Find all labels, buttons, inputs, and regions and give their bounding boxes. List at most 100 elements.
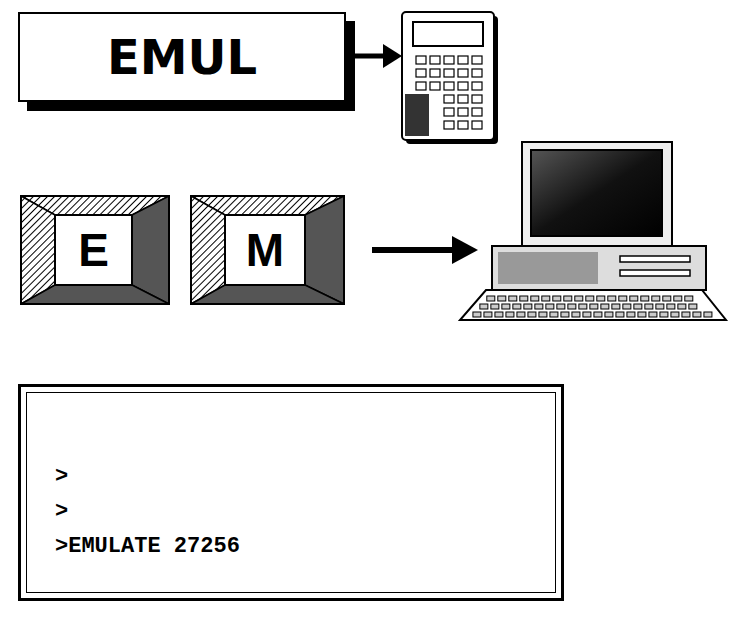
label-text: > — [55, 494, 541, 529]
calculator-key — [458, 56, 468, 64]
keyboard-key — [616, 312, 624, 317]
keyboard-key — [638, 312, 646, 317]
keyboard-key — [535, 304, 543, 309]
keyboard-key — [572, 312, 580, 317]
calculator-key — [458, 121, 468, 129]
calculator-key — [416, 82, 426, 90]
keyboard-key — [674, 296, 682, 301]
calculator-key — [444, 69, 454, 77]
keyboard-key — [652, 296, 660, 301]
keyboard-key — [623, 304, 631, 309]
keyboard-key — [528, 312, 536, 317]
keyboard-key — [682, 312, 690, 317]
calculator-key — [472, 95, 482, 103]
keyboard-key — [491, 304, 499, 309]
keyboard-key — [634, 304, 642, 309]
key-cap: E — [20, 195, 170, 305]
keyboard-key — [597, 296, 605, 301]
label-text: > — [55, 459, 541, 494]
keyboard-key — [539, 312, 547, 317]
keyboard-key — [608, 296, 616, 301]
keyboard-key — [520, 296, 528, 301]
keyboard-key — [660, 312, 668, 317]
calculator-key — [458, 69, 468, 77]
keyboard-key — [663, 296, 671, 301]
keyboard-key — [575, 296, 583, 301]
keyboard-key — [513, 304, 521, 309]
keyboard-key — [524, 304, 532, 309]
keyboard-key — [671, 312, 679, 317]
key-face — [55, 215, 132, 285]
keyboard-key — [685, 296, 693, 301]
keyboard-key — [605, 312, 613, 317]
keyboard-key — [546, 304, 554, 309]
keyboard-key — [568, 304, 576, 309]
key-outline — [21, 196, 169, 304]
keyboard-key — [601, 304, 609, 309]
keyboard-key — [579, 304, 587, 309]
keyboard-key — [689, 304, 697, 309]
calculator-key — [430, 82, 440, 90]
keyboard-key — [531, 296, 539, 301]
keyboard-key — [594, 312, 602, 317]
keyboard-key — [498, 296, 506, 301]
keyboard-key — [484, 312, 492, 317]
calculator-key — [444, 121, 454, 129]
keyboard-key — [641, 296, 649, 301]
keyboard-key — [517, 312, 525, 317]
calculator-key — [444, 56, 454, 64]
calculator-key — [430, 69, 440, 77]
key-cap: M — [190, 195, 345, 305]
calculator-key — [416, 56, 426, 64]
keyboard-key — [542, 296, 550, 301]
key-face-area: M — [225, 215, 305, 285]
keyboard-key — [704, 312, 712, 317]
keyboard-key — [473, 312, 481, 317]
calculator-key — [444, 95, 454, 103]
label-text: M — [246, 223, 284, 277]
keyboard-key — [502, 304, 510, 309]
keyboard-key — [630, 296, 638, 301]
calculator-key — [472, 82, 482, 90]
keyboard-key — [678, 304, 686, 309]
arrow — [372, 236, 478, 264]
calculator-key — [458, 82, 468, 90]
keyboard-key — [612, 304, 620, 309]
calculator-key — [416, 69, 426, 77]
label-text: >EMULATE 27256 — [55, 529, 541, 564]
terminal-screen: >>>EMULATE 27256 — [18, 384, 564, 601]
keyboard-key — [656, 304, 664, 309]
key-face — [225, 215, 305, 285]
keyboard-key — [583, 312, 591, 317]
keyboard-key — [645, 304, 653, 309]
keyboard-key — [495, 312, 503, 317]
keyboard-key — [509, 296, 517, 301]
label-text: EMUL — [107, 29, 257, 85]
emul-box: EMUL — [18, 12, 346, 102]
calculator-key — [430, 56, 440, 64]
calculator-key — [444, 108, 454, 116]
calculator-icon — [402, 12, 498, 144]
keyboard-key — [586, 296, 594, 301]
calculator-key — [472, 56, 482, 64]
keyboard-key — [553, 296, 561, 301]
calculator-key — [458, 108, 468, 116]
calculator-key — [472, 108, 482, 116]
keyboard-key — [480, 304, 488, 309]
keyboard-key — [550, 312, 558, 317]
keyboard-key — [564, 296, 572, 301]
calculator-key — [472, 121, 482, 129]
key-face-area: E — [55, 215, 132, 285]
keyboard-key — [487, 296, 495, 301]
key-outline — [191, 196, 344, 304]
computer-icon — [460, 142, 726, 320]
bevel-face — [21, 285, 169, 304]
keyboard-key — [590, 304, 598, 309]
label-text: E — [78, 223, 109, 277]
calculator-key — [472, 69, 482, 77]
bevel-face — [191, 285, 344, 304]
keyboard-key — [561, 312, 569, 317]
keyboard-key — [693, 312, 701, 317]
arrow — [352, 44, 402, 68]
keyboard-key — [627, 312, 635, 317]
